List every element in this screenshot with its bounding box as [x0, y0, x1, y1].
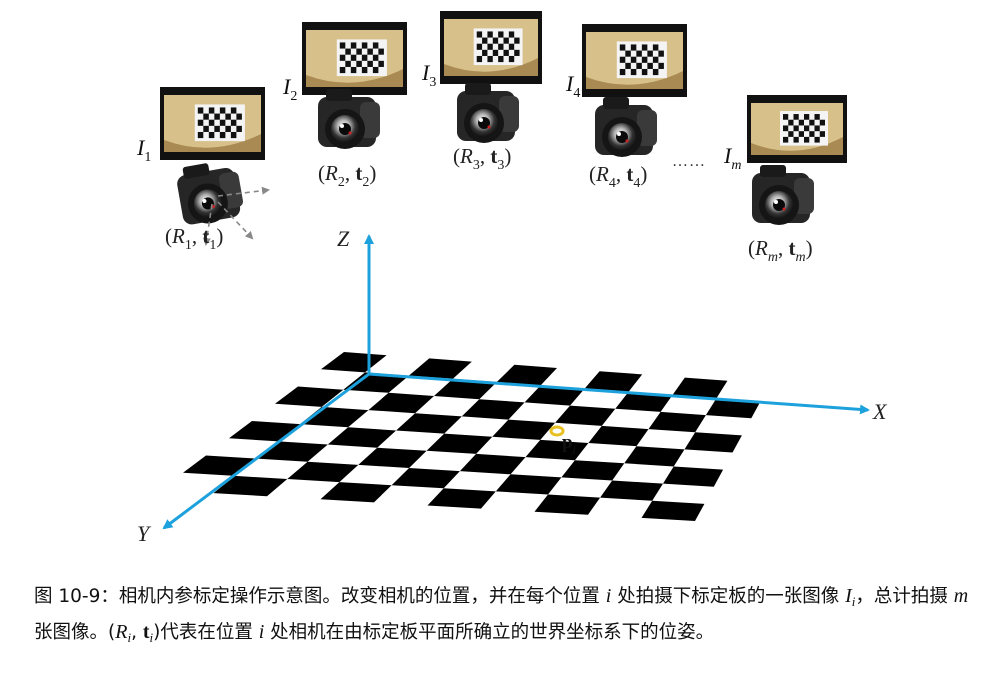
board-square	[584, 371, 643, 392]
board-square	[327, 427, 397, 448]
board-square	[368, 392, 434, 414]
board-square	[426, 433, 493, 454]
calibration-photo	[747, 95, 847, 163]
view-1: I1 (R1, t1)	[136, 87, 270, 253]
board-square	[705, 397, 761, 419]
board-square	[229, 421, 301, 442]
z-axis-label: Z	[337, 226, 350, 251]
board-square	[427, 488, 496, 509]
pose-label: (R3, t3)	[453, 144, 511, 173]
board-square	[525, 439, 589, 461]
y-axis	[162, 372, 370, 530]
x-axis	[368, 372, 870, 415]
view-2: I2 (R2, t2)	[282, 22, 407, 190]
board-square	[213, 475, 288, 497]
checkerboard	[183, 352, 761, 521]
camera-axes	[202, 186, 270, 246]
camera-icon	[177, 163, 243, 225]
board-square	[524, 385, 585, 406]
board-square	[624, 446, 685, 467]
view-4: I4 (R4, t4)	[565, 24, 687, 191]
board-square	[615, 391, 673, 412]
board-square	[555, 405, 616, 426]
ellipsis: ……	[672, 153, 706, 170]
figure-caption: 图 10-9：相机内参标定操作示意图。改变相机的位置，并在每个位置 i 处拍摄下…	[34, 585, 969, 645]
board-square	[408, 358, 472, 379]
camera-icon	[752, 165, 814, 225]
view-3: I3 (R3, t3)	[421, 11, 542, 173]
board-square	[641, 500, 705, 521]
board-square	[434, 378, 497, 400]
calibration-photo	[160, 87, 265, 160]
point-label: pj	[562, 432, 577, 455]
board-square	[534, 494, 601, 515]
view-label: I2	[282, 74, 297, 104]
view-label: Im	[723, 143, 741, 173]
board-square	[496, 364, 557, 386]
pose-label: (R1, t1)	[165, 224, 223, 253]
board-square	[343, 372, 409, 393]
board-square	[461, 399, 525, 420]
world-axes: Z X Y	[137, 226, 888, 546]
pose-label: (R2, t2)	[318, 161, 376, 190]
camera-views: I1 (R1, t1) I2 (R2, t2) I3 (R3, t3) I4 (R4, t4)…	[136, 11, 847, 265]
board-square	[492, 419, 556, 440]
board-square	[495, 474, 562, 495]
board-square	[358, 447, 427, 468]
board-square	[320, 482, 392, 503]
calibration-diagram: Z X Y pj I1(R1, t1)I2(R2, t2)I3(R3, t3)I…	[136, 11, 888, 546]
board-square	[648, 411, 706, 433]
board-square	[321, 352, 387, 373]
x-axis-label: X	[872, 399, 888, 424]
board-square	[396, 413, 462, 434]
board-square	[561, 460, 625, 481]
calibration-photo	[440, 11, 542, 84]
board-square	[391, 468, 460, 489]
board-square	[684, 432, 742, 453]
camera-icon	[595, 97, 657, 157]
board-square	[600, 480, 663, 501]
view-label: I1	[136, 135, 151, 165]
camera-icon	[318, 89, 380, 149]
board-square	[663, 466, 724, 487]
view-label: I4	[565, 71, 580, 101]
view-5: Im (Rm, tm)	[723, 95, 847, 265]
camera-icon	[457, 83, 519, 143]
board-square	[588, 425, 649, 447]
point-pj: pj	[549, 425, 577, 455]
board-square	[287, 461, 359, 483]
calibration-photo	[302, 22, 407, 95]
board-square	[275, 386, 344, 407]
board-square	[672, 377, 728, 398]
y-axis-label: Y	[137, 521, 152, 546]
pose-label: (Rm, tm)	[748, 236, 813, 265]
view-label: I3	[421, 60, 436, 90]
calibration-photo	[582, 24, 687, 97]
pose-label: (R4, t4)	[589, 162, 647, 191]
board-square	[459, 453, 526, 475]
